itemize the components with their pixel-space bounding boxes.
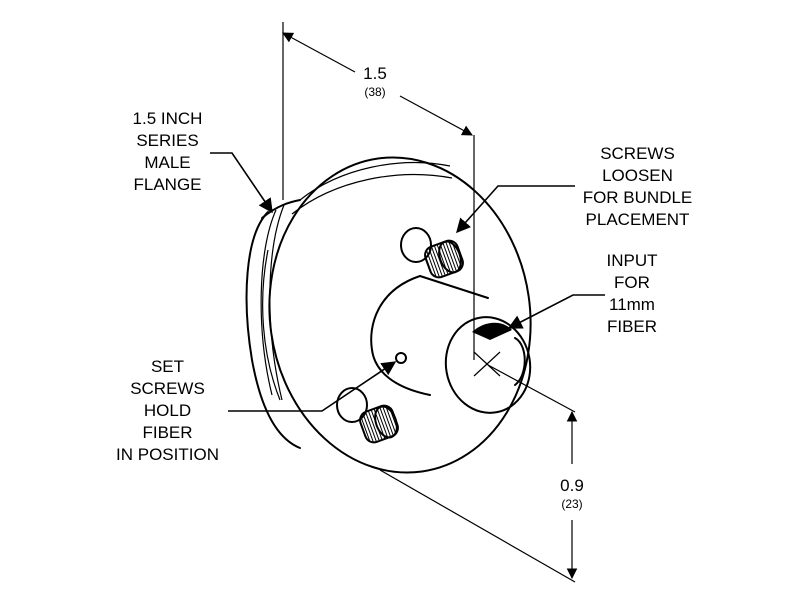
set-screw (395, 352, 407, 364)
input-boss (370, 275, 532, 414)
width-dimension (282, 22, 475, 360)
height-dimension-label: 0.9 (23) (560, 476, 584, 511)
input-leader (507, 294, 605, 329)
width-dimension-label: 1.5 (38) (363, 64, 387, 99)
flange-callout: 1.5 INCH SERIES MALE FLANGE (132, 109, 203, 194)
screws-callout: SCREWS LOOSEN FOR BUNDLE PLACEMENT (582, 144, 693, 229)
set-screws-leader (228, 361, 397, 412)
height-dimension (379, 364, 578, 583)
upper-thumb-screw (400, 227, 464, 279)
lower-thumb-screw (336, 387, 399, 444)
input-callout: INPUT FOR 11mm FIBER (606, 251, 658, 336)
flange-leader (210, 152, 273, 214)
screws-leader (456, 185, 575, 234)
set-screws-callout: SET SCREWS HOLD FIBER IN POSITION (116, 357, 219, 464)
adapter-body (262, 156, 532, 474)
